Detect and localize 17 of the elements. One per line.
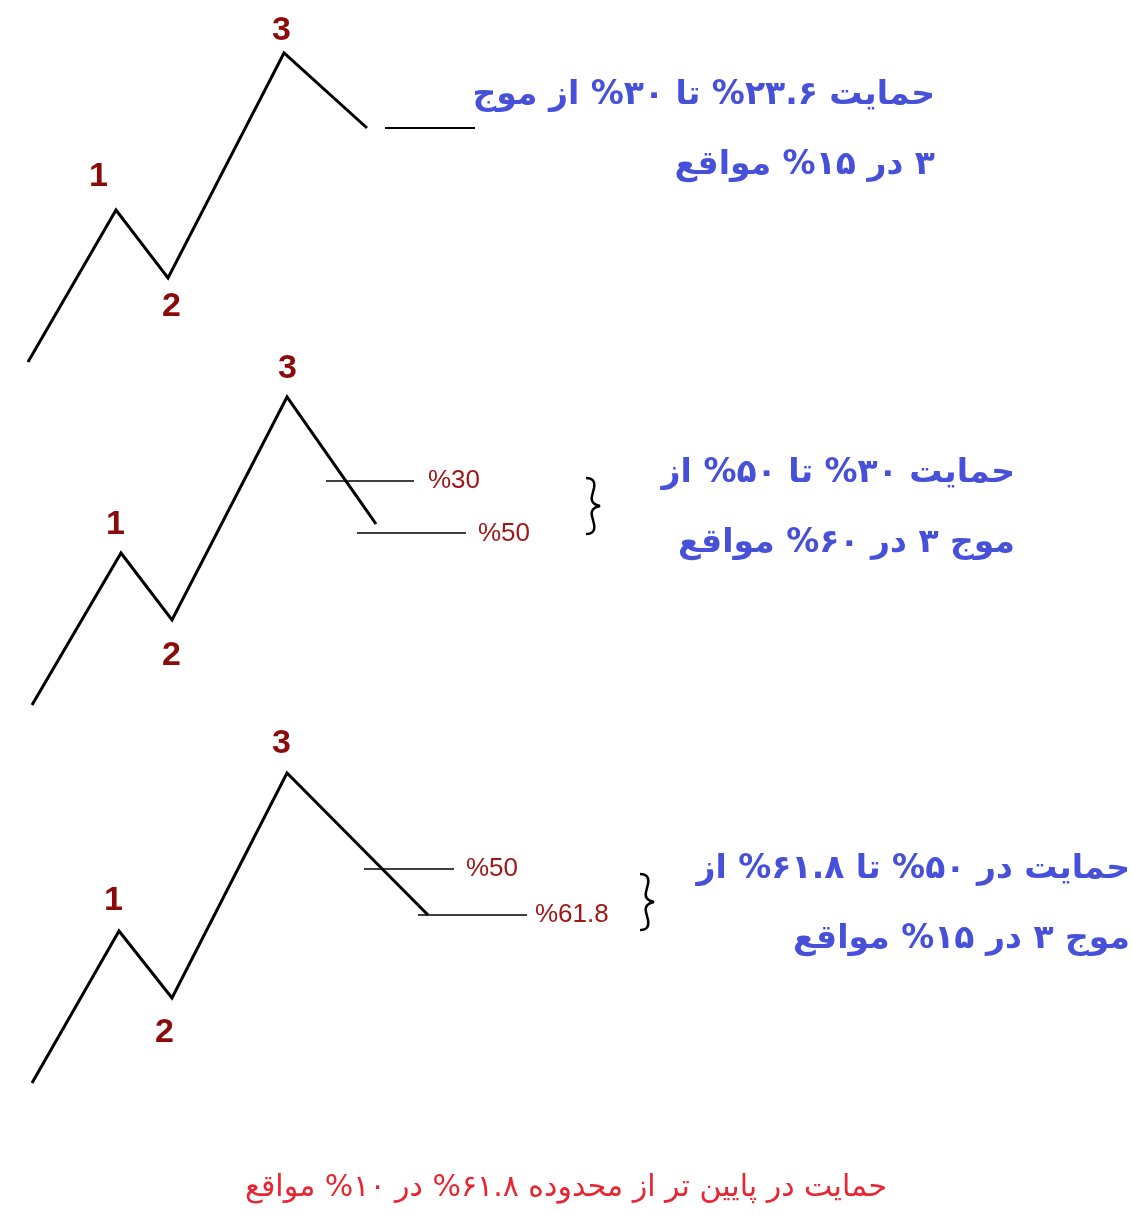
wave-number: 3 <box>278 346 297 387</box>
note-text: حمایت ۲۳.۶% تا ۳۰% از موج ۳ در ۱۵% مواقع <box>471 72 935 185</box>
level-label: %61.8 <box>535 898 609 930</box>
level-label: %50 <box>478 517 531 549</box>
level-label: %30 <box>428 464 481 496</box>
wave-number: 2 <box>162 284 181 325</box>
footnote-text: حمایت در پایین تر از محدوده ۶۱.۸% در ۱۰% مواقع <box>245 1168 887 1204</box>
wave-number: 1 <box>104 878 123 919</box>
wave-number: 1 <box>106 502 125 543</box>
note-text: حمایت ۳۰% تا ۵۰% از موج ۳ در ۶۰% مواقع <box>659 450 1015 563</box>
wave-number: 1 <box>89 154 108 195</box>
level-label: %50 <box>466 852 519 884</box>
wave-number: 2 <box>162 633 181 674</box>
note-text: حمایت در ۵۰% تا ۶۱.۸% از موج ۳ در ۱۵% مواقع <box>694 846 1130 959</box>
wave-number: 2 <box>155 1010 174 1051</box>
wave-number: 3 <box>272 8 291 49</box>
wave-number: 3 <box>272 721 291 762</box>
